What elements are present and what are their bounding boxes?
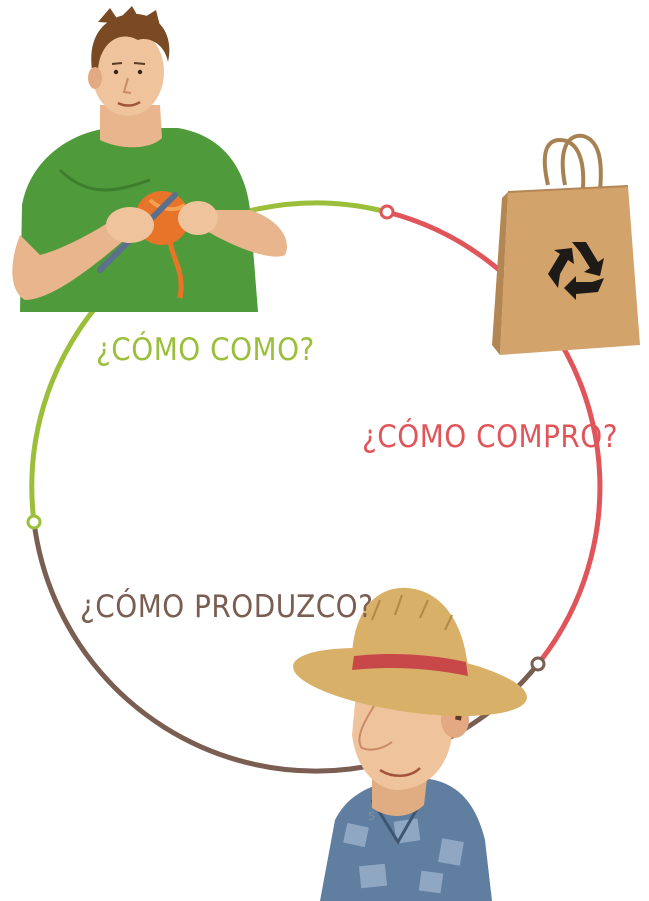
- farmer-illustration: [289, 588, 531, 901]
- node-top: [381, 206, 393, 218]
- page-number: 5: [368, 810, 375, 823]
- label-how-do-i-buy: ¿CÓMO COMPRO?: [362, 418, 618, 455]
- recycled-paper-bag-illustration: [492, 136, 640, 355]
- node-left: [28, 516, 40, 528]
- label-how-do-i-eat: ¿CÓMO COMO?: [96, 331, 315, 368]
- label-how-do-i-produce: ¿CÓMO PRODUZCO?: [80, 588, 373, 625]
- eating-person-illustration: [12, 6, 287, 312]
- node-right: [532, 658, 544, 670]
